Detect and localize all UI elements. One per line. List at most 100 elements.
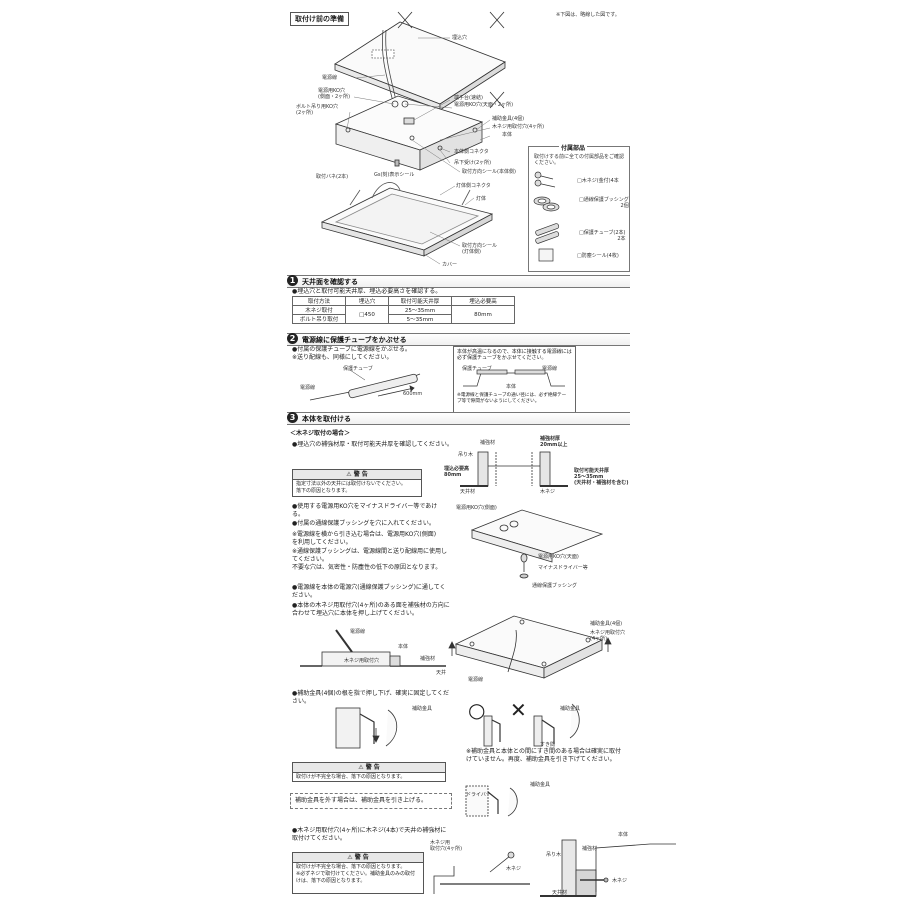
warning-box-3: ⚠ 警 告 取付けが不完全な場合、落下の原因となります。 ※必ずネジで取付けてく…: [292, 852, 424, 894]
step2-number: 2: [287, 333, 298, 344]
tube-note-drawing: [463, 369, 565, 387]
reinforce-label: 補強材: [480, 440, 496, 446]
spec-cell: 80mm: [451, 305, 515, 324]
d4-power-label: 電源線: [468, 677, 484, 683]
warning-1-head: ⚠ 警 告: [293, 470, 421, 480]
d4-aux-label: 補助金具(4個): [590, 621, 623, 627]
step1-title: 天井面を確認する: [302, 278, 358, 286]
note-power-label: 電源線: [542, 366, 558, 372]
callout-dir-seal-lamp: 取付方向シール (灯体側): [462, 243, 498, 255]
spec-col-method: 取付方法: [292, 296, 346, 306]
step2-line-2: ※送り配線も、同様にしてください。: [292, 354, 393, 361]
remove-note-box: 補助金具を外す場合は、補助金具を引き上げる。: [290, 793, 452, 809]
callout-lamp: 灯体: [476, 196, 487, 202]
step1-number: 1: [287, 275, 298, 286]
callout-power-knockout-top: 電源用KO穴(天面・2ヶ所): [454, 102, 514, 108]
spec-cell: 5〜35mm: [388, 314, 452, 324]
d3-ceiling-label: 天井: [436, 670, 447, 676]
push-up-drawing: [300, 629, 446, 667]
table-row: 木ネジ取付 □450 25〜35mm 80mm: [292, 305, 515, 324]
accessories-intro: 取付けする前に全ての付属部品をご確認ください。: [534, 154, 625, 166]
screw-fix-drawing: [433, 851, 530, 894]
driver-label: マイナスドライバー等: [538, 565, 588, 571]
reinforce-thick-label: 補強材厚 20mm以上: [540, 436, 568, 448]
warning-box-2: ⚠ 警 告 取付けが不完全な場合、落下の原因となります。: [292, 762, 446, 782]
bullet-push-up: ●本体の木ネジ用取付穴(4ヶ所)のある面を補強材の方向に合わせて埋込穴に本体を押…: [292, 602, 450, 617]
callout-spring: 取付バネ(2本): [316, 174, 349, 180]
d6-aux-label: 補助金具: [530, 782, 551, 788]
accessory-item-tube: □保護チューブ(2本) 2本: [579, 230, 626, 242]
spec-table-header: 取付方法 埋込穴 取付可能天井厚 埋込必要高: [292, 296, 515, 306]
d6-screwdriver-label: ドライバー: [466, 792, 491, 798]
callout-lamp-connector: 灯体側コネクタ: [456, 183, 491, 189]
d3-power-label: 電源線: [350, 629, 366, 635]
step1-bar: 1 天井面を確認する: [287, 275, 630, 288]
bushing-label: 通線保護ブッシング: [532, 583, 578, 589]
spec-col-hole: 埋込穴: [345, 296, 389, 306]
screw-section-drawing: [540, 839, 676, 897]
step3-number: 3: [287, 412, 298, 423]
tube-note-top: 本体が高温になるので、本体に接触する電源線には必ず保護チューブをかぶせてください…: [457, 349, 572, 361]
tube-note-box: 本体が高温になるので、本体に接触する電源線には必ず保護チューブをかぶせてください…: [453, 346, 576, 414]
spec-cell: 25〜35mm: [388, 305, 452, 315]
note-bushing-use: ※通線保護ブッシングは、電源線間と送り配線用に使用してください。 不要な穴は、気…: [292, 548, 448, 571]
accessories-title: 付属部品: [559, 143, 588, 152]
spec-col-thickness: 取付可能天井厚: [388, 296, 452, 306]
callout-cover: カバー: [442, 262, 458, 268]
length-label: 600mm: [403, 391, 423, 397]
bullet-power-through: ●電源線を本体の電源穴(通線保護ブッシング)に通してください。: [292, 584, 446, 599]
warning-2-body: 取付けが不完全な場合、落下の原因となります。: [296, 774, 406, 780]
table-row: ボルト吊り取付 5〜35mm: [292, 314, 515, 324]
ceiling-section-drawing: [460, 451, 568, 487]
callout-bolt-knockout: ボルト吊り用KO穴 (2ヶ所): [296, 104, 338, 116]
callout-terminal: 端子台(速結): [454, 95, 483, 101]
callout-power-knockout: 電源用KO穴 (側面・2ヶ所): [318, 88, 351, 100]
prep-heading: 取付け前の準備: [290, 12, 349, 26]
gap-label: すき間: [540, 742, 556, 748]
d8-ceiling-label: 天井材: [552, 890, 568, 896]
warning-2-head: ⚠ 警 告: [293, 763, 445, 773]
d3-body-label: 本体: [398, 644, 409, 650]
d8-body-label: 本体: [618, 832, 629, 838]
spec-table: 取付方法 埋込穴 取付可能天井厚 埋込必要高 木ネジ取付 □450 25〜35m…: [292, 296, 515, 324]
ok-mark: ○: [468, 698, 486, 722]
d8-hanger-label: 吊り木: [546, 852, 562, 858]
step2-bar: 2 電源線に保護チューブをかぶせる: [287, 333, 630, 346]
warning-3-head: ⚠ 警 告: [293, 853, 423, 863]
knockout-drawing: [470, 509, 604, 579]
remove-note: 補助金具を外す場合は、補助金具を引き上げる。: [295, 797, 428, 804]
callout-indicator-seal: Gs(刻)表示シール: [374, 172, 415, 178]
warning-1-body: 指定寸法以外の天井には取付けないでください。 落下の原因となります。: [296, 481, 406, 494]
ng-mark: ✕: [510, 698, 527, 722]
note-body-label: 本体: [506, 384, 517, 390]
accessory-item-seal: □防塵シール(4枚): [577, 253, 619, 259]
accessory-drawings: [533, 171, 560, 262]
accessories-box: 付属部品 取付けする前に全ての付属部品をご確認ください。 □木ネジ(金付)4本 …: [528, 143, 630, 272]
aux-press-drawing: [335, 707, 398, 749]
d3-hole-label: 木ネジ用取付穴: [344, 658, 380, 664]
bullet-knockout: ●使用する電源用KO穴をマイナスドライバー等であける。: [292, 503, 438, 518]
callout-hook: 吊下受け(2ヶ所): [454, 160, 492, 166]
spec-cell: ボルト吊り取付: [292, 314, 346, 324]
callout-hole: 埋込穴: [452, 35, 468, 41]
d7-screw-label: 木ネジ: [506, 866, 522, 872]
d7-hole-label: 木ネジ用 取付穴(4ヶ所): [430, 840, 463, 852]
callout-aux-bracket: 補助金具(4個): [492, 116, 525, 122]
d5-aux-left-label: 補助金具: [412, 706, 433, 712]
tube-label: 保護チューブ: [343, 366, 373, 372]
step1-intro: ●埋込穴と取付可能天井厚、埋込必要高さを確認する。: [292, 288, 442, 295]
note-tube-label: 保護チューブ: [462, 366, 492, 372]
step2-line-1: ●付属の保護チューブに電源線をかぶせる。: [292, 346, 411, 353]
body-iso-drawing: [448, 615, 612, 679]
note-side-entry: ※電源線を横から引き込む場合は、電源用KO穴(側面)を利用してください。: [292, 531, 437, 546]
spec-cell: □450: [345, 305, 389, 324]
accessory-item-screw: □木ネジ(金付)4本: [577, 178, 619, 184]
step3-title: 本体を取付ける: [302, 415, 351, 423]
knockout-top-label: 電源用KO穴(天面): [538, 554, 579, 560]
remove-drawing: [465, 785, 518, 817]
tube-note-bottom: ※電源線と保護チューブの通い径には、必ず絶縁テープ等で隙間がないようにしてくださ…: [457, 393, 567, 404]
accessory-item-bushing: □通線保護ブッシング 2個: [579, 197, 629, 209]
warning-box-1: ⚠ 警 告 指定寸法以外の天井には取付けないでください。 落下の原因となります。: [292, 469, 422, 497]
gap-note: ※補助金具と本体との間にすき間のある場合は確実に取付けていません。再度、補助金具…: [466, 748, 622, 763]
screw-label: 木ネジ: [540, 489, 556, 495]
